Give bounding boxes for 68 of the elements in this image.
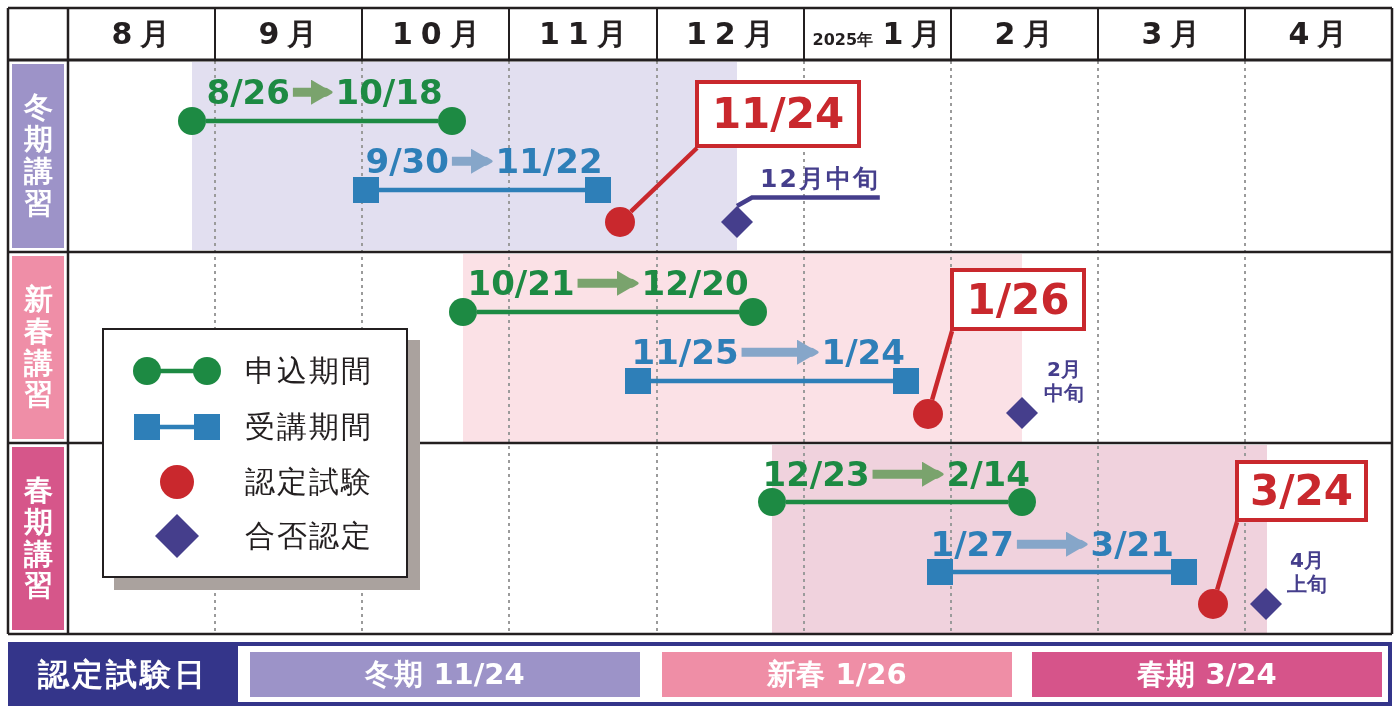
diamond-marker [721,206,753,238]
arrow [872,461,944,487]
callout-box: 11/24 [695,80,861,148]
exam-date-box: 新春 1/26 [662,652,1012,697]
date-label: 1/24 [818,333,908,371]
period-line [206,118,438,124]
legend-text: 受講期間 [245,409,373,445]
square-marker [927,559,953,585]
date-label: 11/22 [492,142,606,180]
leader-line [629,146,699,214]
arrow [451,148,493,174]
date-label: 10/18 [332,73,446,111]
month-label: 12月 [686,16,782,51]
callout-box: 3/24 [1235,460,1368,522]
month-label: 11月 [539,16,635,51]
month-label: 9月 [258,16,326,51]
period-line [953,569,1171,575]
square-marker [585,177,611,203]
leader-line [735,195,880,208]
dot-marker [449,298,477,326]
dot-marker [758,488,786,516]
month-label: 3月 [1141,16,1209,51]
leader-line [1215,521,1240,591]
legend-text: 申込期間 [245,353,373,389]
square-marker [1171,559,1197,585]
exam-date-bar [8,642,1392,706]
diamond-marker [1250,588,1282,620]
date-label: 12/20 [638,264,752,302]
month-label: 2月 [994,16,1062,51]
square-marker [353,177,379,203]
date-label: 8/26 [203,73,293,111]
period-line [379,187,585,193]
callout-box: 1/26 [950,268,1086,331]
row-header: 冬期講習 [12,64,64,248]
arrow [1016,531,1088,557]
arrow [292,79,333,105]
month-label: 1月 [882,16,950,51]
arrow [577,270,639,296]
leader-line [930,330,955,401]
legend-text: 合否認定 [245,518,373,554]
square-marker [893,368,919,394]
date-label: 11/25 [628,333,742,371]
date-label: 1/27 [927,525,1017,563]
month-label: 10月 [392,16,488,51]
timing-note: 4月上旬 [1286,548,1328,596]
square-marker [625,368,651,394]
month-label: 8月 [111,16,179,51]
dot-marker [178,107,206,135]
period-line [786,499,1008,505]
month-label: 4月 [1288,16,1356,51]
timing-note: 12月中旬 [752,160,880,198]
date-label: 2/14 [943,455,1033,493]
period-line [651,378,893,384]
row-header: 春期講習 [12,447,64,630]
exam-date-box: 春期 3/24 [1032,652,1382,697]
row-header: 新春講習 [12,256,64,439]
date-label: 9/30 [362,142,452,180]
year-label: 2025年 [812,31,874,50]
date-label: 12/23 [759,455,873,493]
period-line [477,309,739,315]
legend-text: 認定試験 [245,464,373,500]
date-label: 3/21 [1087,525,1177,563]
exam-date-box: 冬期 11/24 [250,652,640,697]
arrow [741,339,819,365]
timing-note: 2月中旬 [1043,357,1085,405]
bar-heading: 認定試験日 [38,655,208,694]
date-label: 10/21 [464,264,578,302]
diamond-marker [1006,397,1038,429]
